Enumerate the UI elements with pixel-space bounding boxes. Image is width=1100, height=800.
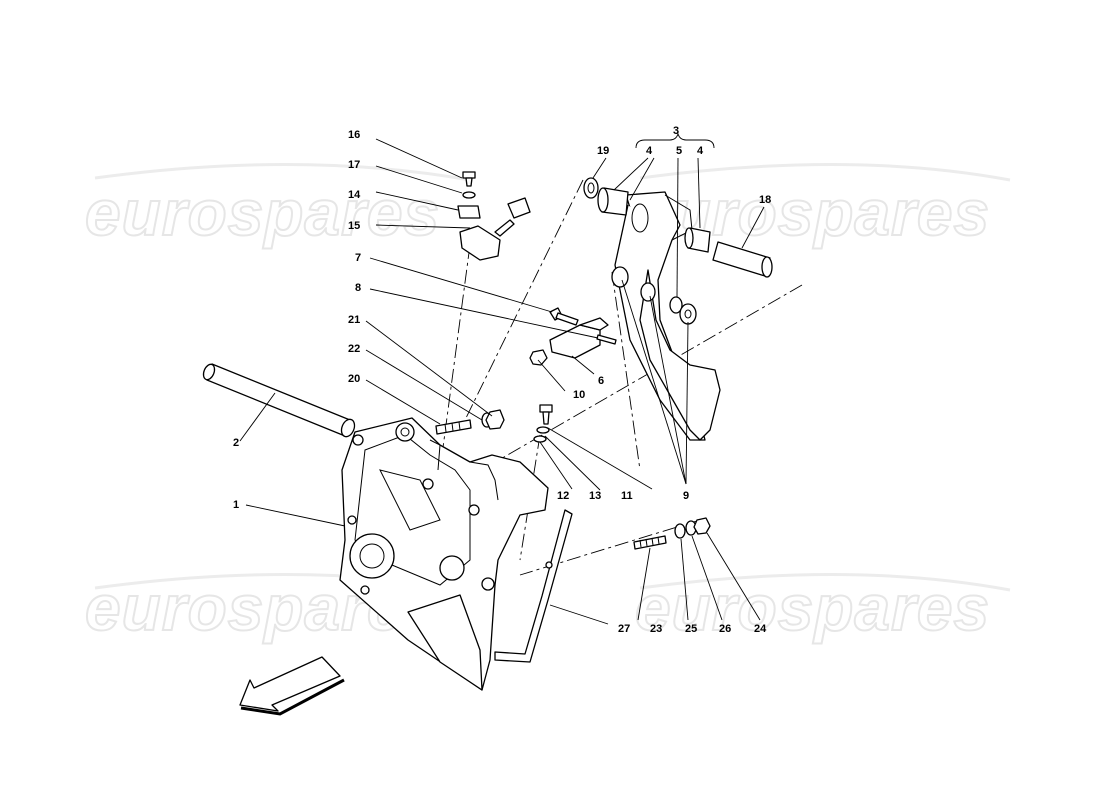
callout-11: 11 (621, 490, 633, 502)
callout-8: 8 (355, 282, 361, 294)
part-4-bushing-left (597, 187, 629, 216)
part-11-bolt (539, 404, 553, 425)
part-25-washer (674, 523, 686, 539)
leader-lines (239, 138, 765, 625)
part-23-stud (633, 535, 667, 550)
callout-18: 18 (759, 194, 771, 206)
callout-labels: 16 17 14 15 7 8 21 22 20 2 1 10 6 19 3 4… (233, 125, 771, 635)
callout-5: 5 (676, 145, 682, 157)
part-10-nut (529, 349, 548, 366)
part-12-washer (533, 435, 547, 443)
svg-text:eurospares: eurospares (635, 572, 990, 644)
callout-19: 19 (597, 145, 609, 157)
callout-23: 23 (650, 623, 662, 635)
callout-14: 14 (348, 189, 361, 201)
part-19-washer (583, 177, 599, 199)
part-6-bracket (549, 317, 609, 359)
part-3-pedal-assembly (614, 191, 721, 441)
part-2-rod (202, 363, 356, 438)
callout-20: 20 (348, 373, 360, 385)
part-24-nut (693, 517, 711, 535)
callout-7: 7 (355, 252, 361, 264)
callout-10: 10 (573, 389, 585, 401)
part-18-sleeve (712, 241, 773, 278)
callout-12: 12 (557, 490, 569, 502)
callout-25: 25 (685, 623, 697, 635)
part-1-pedal-box-bracket (339, 417, 549, 691)
callout-9: 9 (683, 490, 689, 502)
part-27-gasket-strip (494, 509, 573, 663)
callout-26: 26 (719, 623, 731, 635)
part-15-sensor (459, 197, 531, 261)
part-14-clip (457, 205, 481, 219)
callout-22: 22 (348, 343, 360, 355)
callout-15: 15 (348, 220, 360, 232)
part-13-washer (536, 426, 550, 434)
part-4-bushing-right (684, 227, 711, 253)
part-3-group-brace (635, 132, 715, 149)
part-16-screw (462, 171, 476, 187)
front-direction-arrow-icon (239, 656, 345, 716)
part-9-washers (611, 266, 697, 325)
part-7-bolt (549, 307, 579, 326)
callout-1: 1 (233, 499, 239, 511)
callout-4-right: 4 (697, 145, 704, 157)
watermark-top-left: eurospares (84, 163, 471, 250)
callout-27: 27 (618, 623, 630, 635)
callout-24: 24 (754, 623, 767, 635)
callout-4-left: 4 (646, 145, 653, 157)
callout-21: 21 (348, 314, 360, 326)
watermark-bottom-right: eurospares (634, 571, 1011, 645)
part-5-washer (669, 296, 683, 314)
callout-16: 16 (348, 129, 360, 141)
callout-2: 2 (233, 437, 239, 449)
part-20-bolt (435, 419, 472, 435)
callout-17: 17 (348, 159, 360, 171)
svg-text:eurospares: eurospares (85, 177, 440, 249)
callout-13: 13 (589, 490, 601, 502)
part-17-washer (462, 191, 476, 199)
callout-3: 3 (673, 125, 679, 137)
callout-6: 6 (598, 375, 604, 387)
